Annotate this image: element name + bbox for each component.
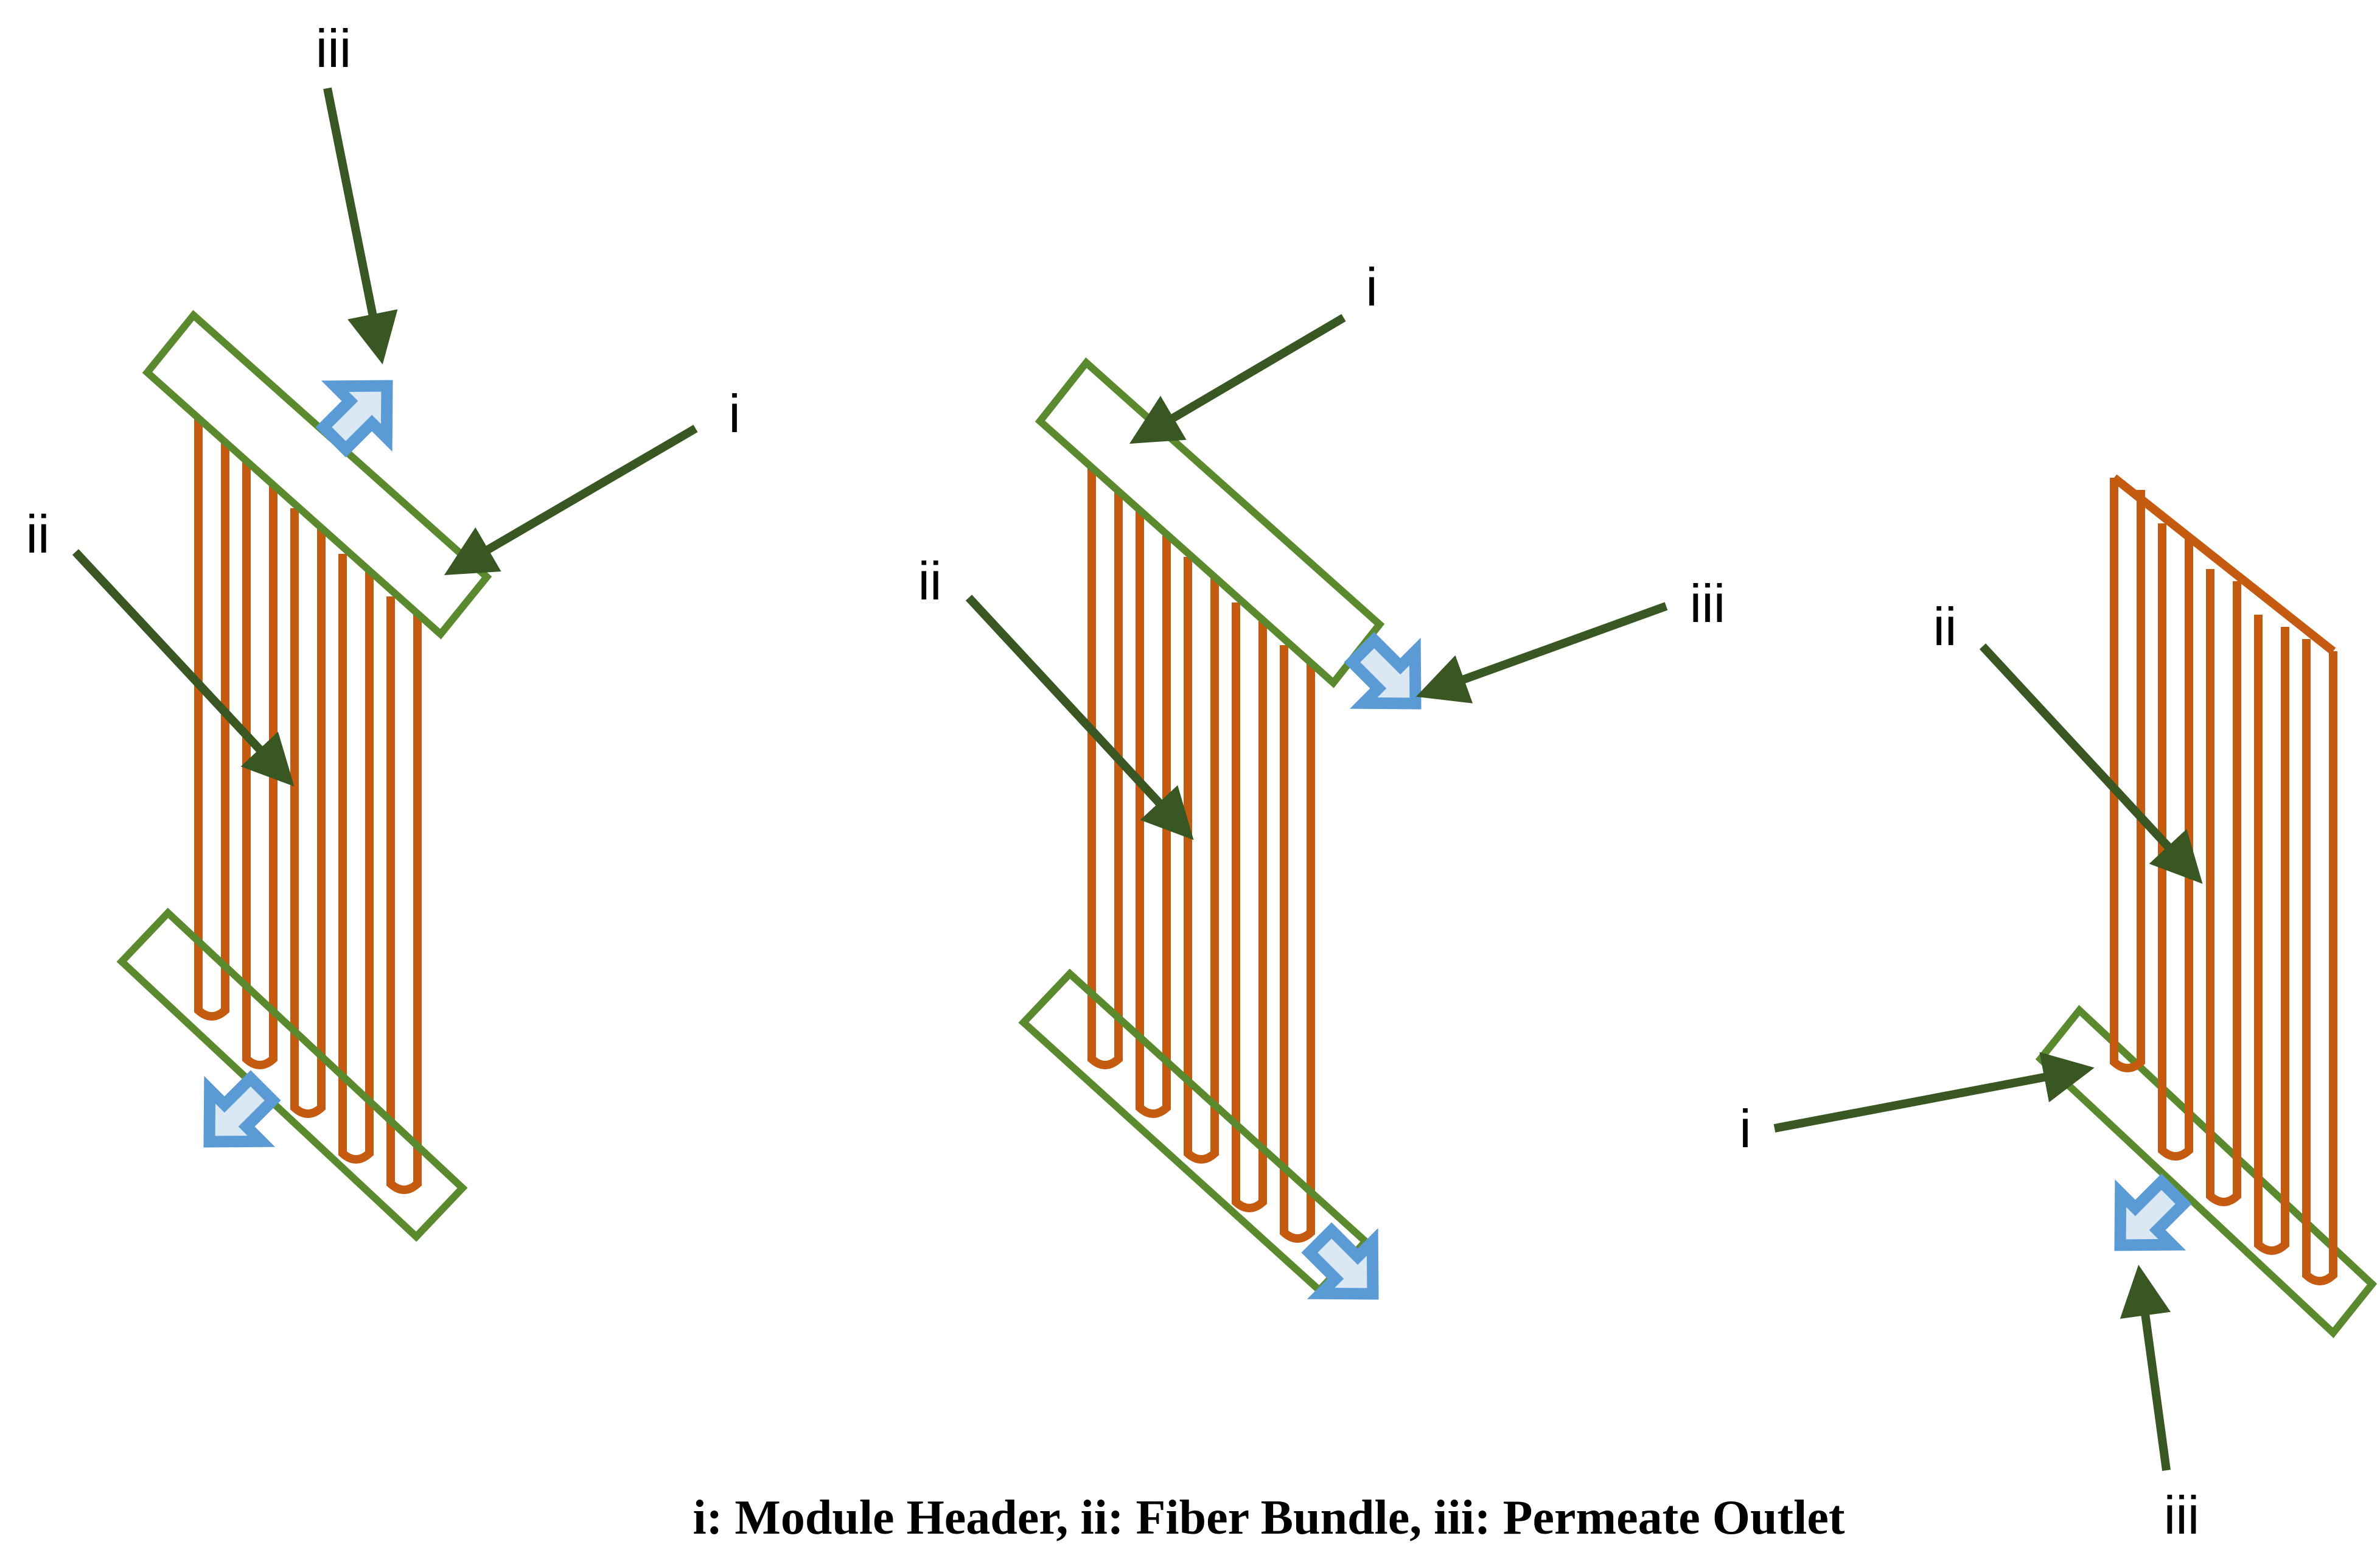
- label-i: i: [1366, 257, 1378, 317]
- label-ii: ii: [1933, 596, 1956, 657]
- permeate-flow-arrow-down: [2095, 1167, 2199, 1271]
- pointer-arrow-i: [1129, 313, 1346, 444]
- label-iii: iii: [1690, 573, 1726, 634]
- pointer-arrow-ii: [1979, 643, 2203, 884]
- module-header-bottom: [116, 907, 468, 1242]
- pointer-arrow-ii: [72, 549, 295, 787]
- permeate-flow-arrow-down: [184, 1064, 288, 1168]
- pointer-arrow-iii: [323, 87, 398, 365]
- fiber-bundle: [1087, 459, 1315, 1243]
- pointer-arrows: [72, 87, 698, 787]
- pointer-arrow-i: [444, 424, 698, 576]
- configuration-3: ii i iii: [1739, 474, 2378, 1544]
- module-header-bottom: [2035, 1005, 2378, 1338]
- fiber-bundle: [194, 411, 422, 1194]
- fiber-bundle: [2110, 474, 2337, 1285]
- diagram-caption: i: Module Header, ii: Fiber Bundle, iii:…: [693, 1491, 1844, 1544]
- pointer-arrows: [965, 313, 1668, 840]
- pointer-arrow-iii: [1415, 602, 1668, 704]
- pointer-arrow-i: [1773, 1052, 2095, 1133]
- label-i: i: [1739, 1099, 1751, 1159]
- pointer-arrows: [1773, 643, 2203, 1471]
- label-ii: ii: [918, 551, 941, 611]
- configuration-1: iii i ii: [26, 18, 741, 1242]
- label-iii: iii: [316, 18, 352, 79]
- configuration-2: i iii ii: [918, 257, 1725, 1319]
- pointer-arrow-ii: [965, 595, 1194, 840]
- label-ii: ii: [26, 504, 49, 564]
- module-header-top: [1035, 357, 1385, 688]
- label-iii: iii: [2164, 1485, 2200, 1544]
- label-i: i: [728, 383, 741, 444]
- pointer-arrow-iii: [2120, 1265, 2171, 1471]
- fiber-top-edge: [2111, 474, 2336, 655]
- module-header-top: [142, 310, 492, 640]
